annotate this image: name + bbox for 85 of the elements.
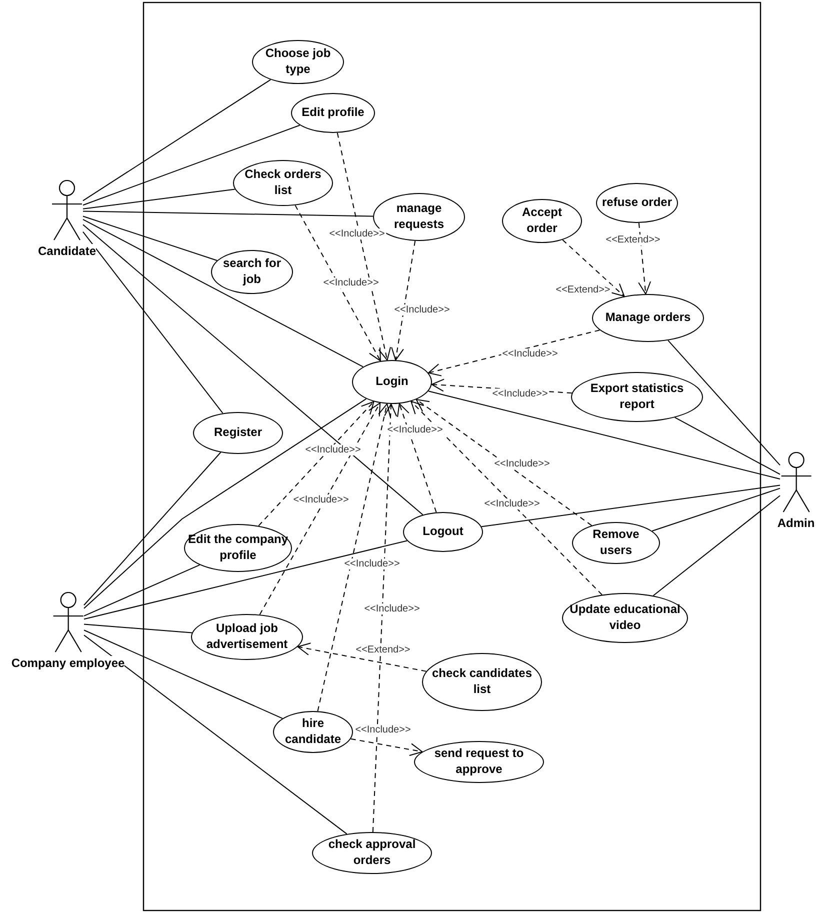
use-case-label: Edit the company profile	[186, 532, 289, 564]
association-line	[84, 540, 408, 620]
edge-label: <<Include>>	[491, 388, 549, 400]
dashed-arrow	[317, 403, 391, 712]
association-line	[84, 452, 222, 606]
use-case-ellipse	[352, 360, 432, 404]
use-case-label: check candidates list	[430, 666, 534, 698]
association-line	[481, 484, 780, 528]
association-line	[674, 416, 780, 475]
actor-label: Candidate	[38, 244, 96, 258]
edge-label: <<Include>>	[493, 458, 551, 470]
edge-label: <<Include>>	[292, 494, 350, 506]
dashed-arrow	[297, 642, 427, 672]
use-case-label: Upload job advertisement	[205, 621, 289, 653]
edge-label: <<Extend>>	[604, 234, 662, 246]
dashed-arrow	[397, 403, 437, 513]
dashed-arrow	[638, 222, 652, 295]
use-case-label: Manage orders	[605, 310, 691, 326]
edge-label: <<Extend>>	[554, 284, 612, 296]
dashed-arrow	[336, 132, 391, 361]
use-case-ellipse	[191, 614, 303, 660]
use-case-ellipse	[403, 512, 483, 552]
dashed-arrow	[428, 330, 600, 376]
dashed-arrow	[350, 738, 423, 756]
use-case-label: Register	[214, 425, 262, 441]
edge-label: <<Include>>	[354, 724, 412, 736]
dashed-arrow	[259, 402, 381, 616]
edge-label: <<Include>>	[483, 498, 541, 510]
use-case-label: Export statistics report	[589, 381, 685, 413]
edge-label: <<Include>>	[328, 228, 386, 240]
edge-label: <<Include>>	[393, 304, 451, 316]
association-line	[82, 79, 272, 202]
use-case-label: Accept order	[520, 205, 563, 237]
use-case-ellipse	[291, 93, 375, 133]
association-line	[82, 210, 374, 217]
association-line	[84, 398, 367, 609]
use-case-label: Check orders list	[244, 167, 322, 199]
edge-label: <<Include>>	[343, 558, 401, 570]
use-case-ellipse	[184, 524, 292, 572]
use-case-ellipse	[211, 250, 293, 294]
use-case-ellipse	[572, 522, 660, 564]
use-case-label: Remove users	[592, 527, 640, 559]
use-case-label: manage requests	[392, 201, 446, 233]
edge-label: <<Include>>	[322, 278, 380, 288]
association-line	[668, 340, 780, 466]
association-line	[82, 216, 218, 261]
association-line	[84, 634, 348, 834]
association-line	[652, 495, 780, 596]
use-case-label: refuse order	[602, 195, 672, 211]
association-line	[428, 390, 780, 480]
edge-label: <<Include>>	[304, 444, 362, 456]
use-case-label: check approval orders	[327, 837, 417, 869]
use-case-ellipse	[273, 711, 353, 753]
edge-label: <<Extend>>	[354, 644, 412, 656]
use-case-label: Choose job type	[264, 46, 332, 78]
association-line	[82, 188, 236, 210]
use-case-label: Login	[376, 374, 408, 390]
dashed-arrow	[410, 400, 603, 596]
actor-label: Company employee	[11, 656, 125, 670]
use-case-label: Logout	[422, 524, 464, 540]
dashed-arrow	[416, 398, 592, 526]
use-case-ellipse	[414, 741, 544, 783]
edge-label: <<Include>>	[501, 348, 559, 360]
edge-label: <<Include>>	[363, 604, 421, 614]
actor-label: Admin	[777, 516, 815, 530]
use-case-label: hire candidate	[284, 716, 342, 748]
dashed-arrow	[391, 240, 416, 361]
association-line	[82, 218, 364, 368]
dashed-arrow	[294, 204, 381, 362]
association-line	[82, 224, 424, 516]
dashed-arrow	[372, 404, 398, 832]
association-line	[84, 624, 192, 634]
association-line	[82, 231, 224, 414]
association-line	[84, 564, 200, 616]
use-case-ellipse	[571, 372, 703, 422]
dashed-arrow	[258, 401, 374, 526]
use-case-label: search for job	[222, 256, 282, 288]
dashed-arrow	[562, 239, 625, 297]
edge-label: <<Include>>	[386, 424, 444, 436]
use-case-label: Edit profile	[302, 105, 364, 121]
association-line	[82, 124, 300, 206]
use-case-label: Update educational video	[568, 602, 682, 634]
association-line	[652, 488, 780, 532]
use-case-label: send request to approve	[433, 746, 525, 778]
association-line	[84, 630, 283, 719]
